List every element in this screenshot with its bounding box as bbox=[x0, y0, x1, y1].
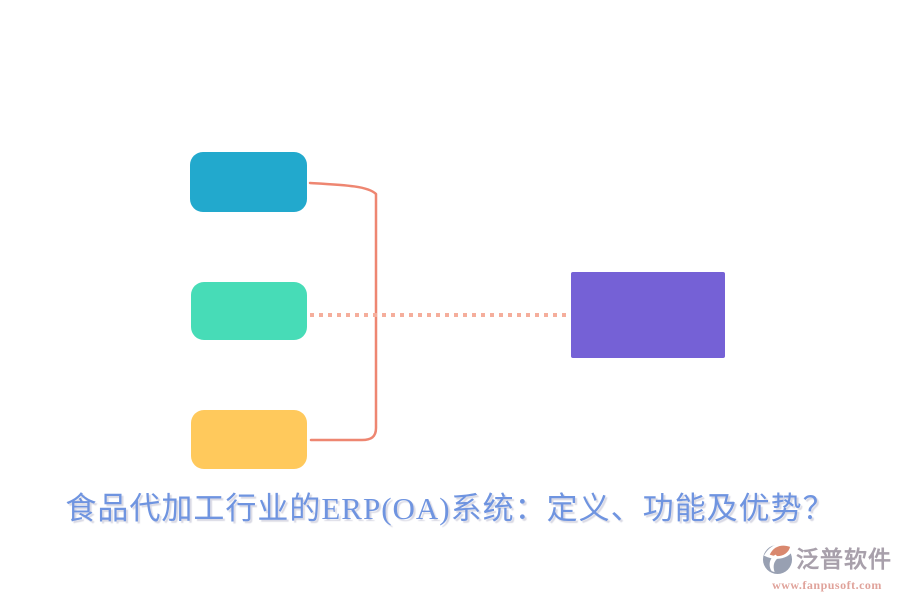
topic-node-bottom bbox=[191, 410, 307, 469]
branch-connector-line bbox=[308, 181, 378, 442]
brand-watermark: 泛普软件 www.fanpusoft.com bbox=[762, 542, 892, 593]
topic-node-top bbox=[190, 152, 307, 212]
brand-name: 泛普软件 bbox=[796, 545, 892, 572]
fanpu-logo-icon bbox=[762, 543, 793, 575]
diagram-title: 食品代加工行业的ERP(OA)系统：定义、功能及优势？ bbox=[65, 491, 835, 526]
root-node bbox=[571, 272, 725, 358]
topic-node-middle bbox=[191, 282, 307, 340]
brand-url: www.fanpusoft.com bbox=[772, 578, 882, 592]
